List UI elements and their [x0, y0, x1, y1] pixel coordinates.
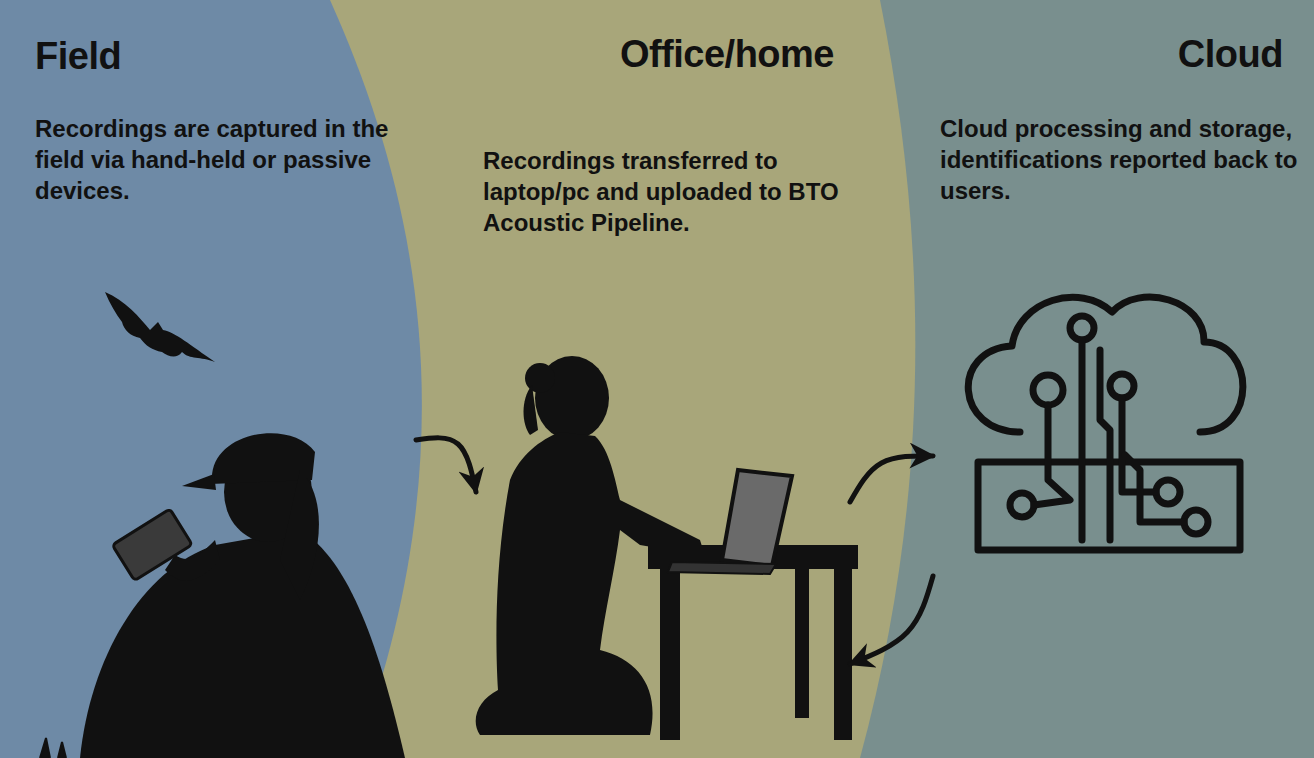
zone-heading: Field	[35, 34, 414, 78]
zone-heading: Office/home	[483, 32, 848, 76]
office-panel: Office/homeRecordings transferred to lap…	[478, 20, 848, 740]
tablet-device	[112, 509, 192, 581]
cloud-circuit-icon	[968, 297, 1243, 550]
zone-description: Cloud processing and storage, identifica…	[940, 113, 1302, 206]
cloud-panel: CloudCloud processing and storage, ident…	[935, 20, 1305, 740]
field-person-silhouette	[40, 433, 405, 758]
flow-arrow	[850, 456, 933, 502]
zone-description: Recordings are captured in the field via…	[35, 113, 414, 206]
laptop-silhouette	[668, 470, 792, 574]
table-silhouette	[648, 545, 858, 740]
field-panel: FieldRecordings are captured in the fiel…	[30, 20, 414, 740]
field-ground	[0, 0, 422, 758]
bat-silhouette	[105, 292, 215, 362]
flow-arrow	[416, 438, 476, 492]
flow-arrow	[850, 576, 933, 664]
zone-description: Recordings transferred to laptop/pc and …	[483, 145, 848, 238]
zone-heading: Cloud	[940, 32, 1305, 76]
office-ground	[0, 0, 915, 758]
